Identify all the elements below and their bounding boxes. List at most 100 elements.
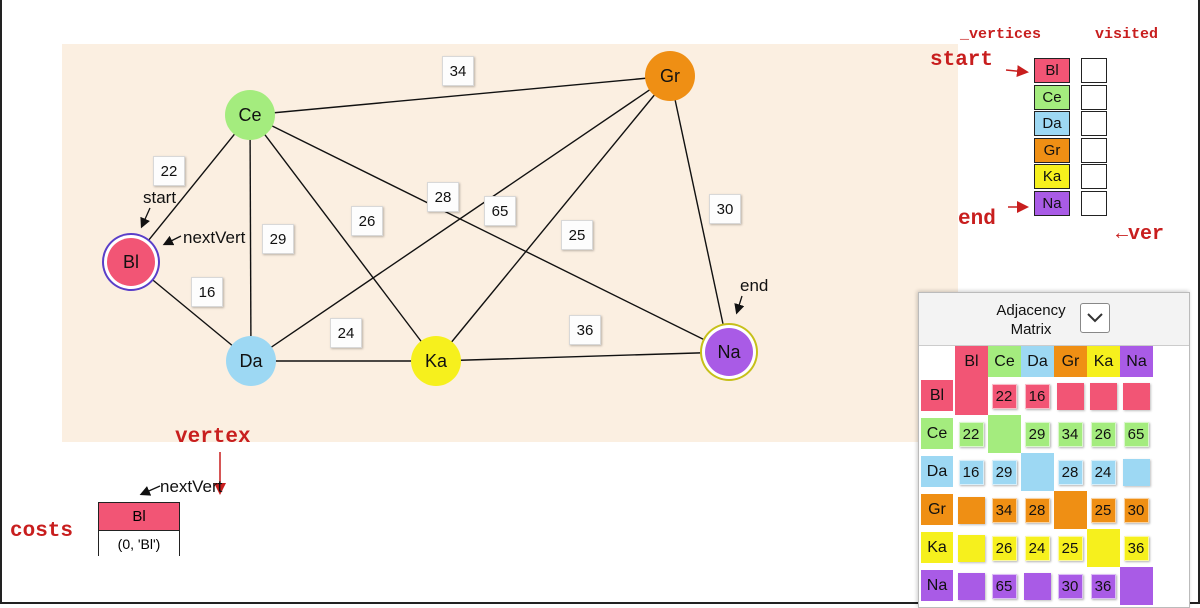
edge-weight-bl-da: 16 — [191, 277, 223, 307]
end-pointer-label: end — [740, 276, 769, 295]
edge-weight-ce-bl: 22 — [153, 156, 185, 186]
vertices-item-ka: Ka — [1034, 164, 1070, 189]
vertices-item-ce: Ce — [1034, 84, 1070, 110]
costs-next-vert-arrow — [139, 485, 161, 496]
node-ce[interactable]: Ce — [225, 90, 275, 140]
matrix-cell-gr-ka: 25 — [1090, 497, 1116, 523]
matrix-cell-da-bl: 16 — [958, 459, 984, 485]
edge-weight-ce-na: 28 — [427, 182, 459, 212]
matrix-cell-da-na — [1122, 458, 1150, 486]
edge-ce-gr — [249, 75, 671, 116]
matrix-cell-ka-ka — [1086, 529, 1120, 567]
visited-cell-gr — [1081, 137, 1107, 163]
node-ka[interactable]: Ka — [411, 336, 461, 386]
matrix-cell-ka-gr: 25 — [1057, 535, 1083, 561]
matrix-cell-ce-bl: 22 — [958, 421, 984, 447]
matrix-cell-ce-ce — [987, 415, 1021, 453]
edge-gr-ka — [435, 75, 671, 362]
matrix-cell-da-ka: 24 — [1090, 459, 1116, 485]
matrix-col-header-ce: Ce — [988, 346, 1021, 377]
matrix-row-header-ka: Ka — [921, 532, 953, 563]
matrix-cell-bl-ce: 22 — [991, 383, 1017, 409]
end-pointer-arrow — [734, 295, 745, 315]
node-gr[interactable]: Gr — [645, 51, 695, 101]
vertices-item-bl: Bl — [1034, 58, 1070, 83]
node-na[interactable]: Na — [705, 328, 753, 376]
matrix-cell-da-da — [1020, 453, 1054, 491]
costs-next-vert-label: nextVert — [160, 477, 223, 496]
visited-cell-ce — [1081, 84, 1107, 110]
edge-weight-ce-gr: 34 — [442, 56, 474, 86]
costs-label: costs — [10, 520, 74, 543]
matrix-cell-gr-ce: 34 — [991, 497, 1017, 523]
edge-weight-ce-da: 29 — [262, 224, 294, 254]
matrix-row-header-na: Na — [921, 570, 953, 601]
vertex-label: vertex — [175, 426, 251, 449]
start-pointer-label: start — [143, 188, 177, 207]
costs-dict: Bl (0, 'Bl') — [98, 502, 180, 557]
matrix-cell-na-ce: 65 — [991, 573, 1017, 599]
matrix-cell-ce-ka: 26 — [1090, 421, 1116, 447]
matrix-col-header-da: Da — [1021, 346, 1054, 377]
vertices-start-label: start — [930, 49, 994, 72]
matrix-col-header-na: Na — [1120, 346, 1153, 377]
edge-weight-gr-da: 65 — [484, 196, 516, 226]
edge-weight-da-ka: 24 — [330, 318, 362, 348]
adjacency-matrix-header: Adjacency Matrix — [919, 293, 1189, 346]
matrix-cell-na-ka: 36 — [1090, 573, 1116, 599]
edge-gr-da — [250, 75, 671, 362]
edge-ce-na — [249, 114, 730, 353]
matrix-cell-bl-ka — [1089, 382, 1117, 410]
next-vert-pointer-arrow — [162, 235, 182, 246]
matrix-cell-bl-bl — [954, 377, 988, 415]
visited-cell-ka — [1081, 164, 1107, 189]
edge-ka-na — [435, 351, 730, 362]
matrix-cell-gr-gr — [1053, 491, 1087, 529]
matrix-cell-gr-na: 30 — [1123, 497, 1149, 523]
matrix-cell-bl-na — [1122, 382, 1150, 410]
matrix-col-header-bl: Bl — [955, 346, 988, 377]
edge-ce-bl — [130, 114, 251, 263]
matrix-cell-ce-da: 29 — [1024, 421, 1050, 447]
matrix-row-header-gr: Gr — [921, 494, 953, 525]
matrix-cell-ce-gr: 34 — [1057, 421, 1083, 447]
matrix-cell-bl-da: 16 — [1024, 383, 1050, 409]
vertices-title: _vertices — [960, 26, 1042, 43]
visited-cell-bl — [1081, 58, 1107, 83]
matrix-cell-ka-na: 36 — [1123, 535, 1149, 561]
graph-edges — [130, 75, 730, 362]
vertices-item-gr: Gr — [1034, 137, 1070, 163]
matrix-col-header-gr: Gr — [1054, 346, 1087, 377]
edge-weight-gr-na: 30 — [709, 194, 741, 224]
graph-panel — [62, 44, 958, 442]
matrix-cell-na-gr: 30 — [1057, 573, 1083, 599]
edge-ce-ka — [249, 114, 437, 362]
vertices-item-na: Na — [1034, 190, 1070, 216]
vertices-vertex-label: ←ver — [1116, 223, 1165, 246]
matrix-col-header-ka: Ka — [1087, 346, 1120, 377]
costs-value: (0, 'Bl') — [99, 531, 179, 557]
matrix-cell-ka-da: 24 — [1024, 535, 1050, 561]
matrix-row-header-bl: Bl — [921, 380, 953, 411]
matrix-cell-da-gr: 28 — [1057, 459, 1083, 485]
matrix-cell-na-bl — [957, 572, 985, 600]
vertices-item-da: Da — [1034, 111, 1070, 136]
visited-cell-da — [1081, 111, 1107, 136]
matrix-cell-ka-bl — [957, 534, 985, 562]
node-da[interactable]: Da — [226, 336, 276, 386]
edge-gr-na — [669, 75, 730, 353]
adjacency-matrix-title: Adjacency Matrix — [996, 302, 1066, 338]
matrix-cell-bl-gr — [1056, 382, 1084, 410]
vertices-start-arrow — [1005, 65, 1029, 78]
chevron-down-icon[interactable] — [1080, 303, 1110, 333]
matrix-row-header-da: Da — [921, 456, 953, 487]
edge-weight-ka-na: 36 — [569, 315, 601, 345]
matrix-cell-da-ce: 29 — [991, 459, 1017, 485]
visited-cell-na — [1081, 190, 1107, 216]
matrix-row-header-ce: Ce — [921, 418, 953, 449]
matrix-cell-ce-na: 65 — [1123, 421, 1149, 447]
node-bl[interactable]: Bl — [107, 238, 155, 286]
